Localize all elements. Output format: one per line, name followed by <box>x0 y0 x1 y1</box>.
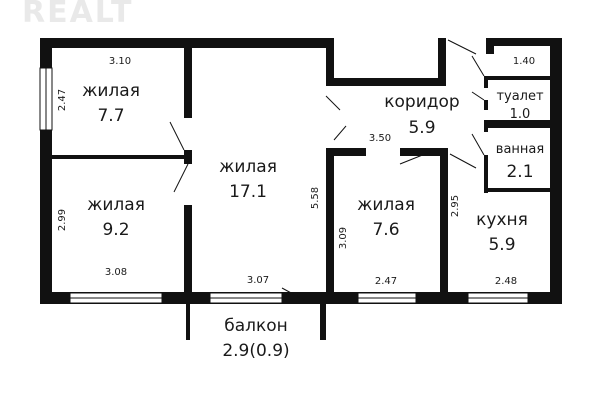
dimension-label: 2.47 <box>57 89 68 111</box>
dimension-label: 3.08 <box>105 267 127 278</box>
room-labels: жилая 7.7 жилая 9.2 жилая 17.1 коридор 5… <box>82 81 544 361</box>
room-area: 7.6 <box>372 220 399 240</box>
room-name: жилая <box>82 81 140 101</box>
dimension-label: 1.40 <box>513 56 535 67</box>
dimension-label: 2.99 <box>57 209 68 231</box>
room-name: балкон <box>224 316 288 336</box>
room-name: ванная <box>496 142 544 157</box>
room-area: 7.7 <box>97 106 124 126</box>
dimension-label: 5.58 <box>310 187 321 209</box>
room-area: 2.1 <box>506 162 533 182</box>
windows <box>39 67 529 304</box>
watermark-logo: REALT <box>22 0 133 30</box>
dimension-label: 3.10 <box>109 56 131 67</box>
room-area: 5.9 <box>408 118 435 138</box>
dimension-label: 2.95 <box>450 195 461 217</box>
dimension-labels: 3.10 2.47 2.99 3.08 3.07 5.58 3.50 3.09 … <box>57 56 535 287</box>
room-name: коридор <box>384 92 459 112</box>
dimension-label: 2.47 <box>375 276 397 287</box>
room-name: жилая <box>219 157 277 177</box>
dimension-label: 2.48 <box>495 276 517 287</box>
dimension-label: 3.50 <box>369 133 391 144</box>
dimension-label: 3.09 <box>338 227 349 249</box>
room-name: кухня <box>476 210 528 230</box>
room-area: 2.9(0.9) <box>222 341 289 361</box>
room-name: туалет <box>496 89 544 104</box>
room-name: жилая <box>87 195 145 215</box>
dimension-label: 3.07 <box>247 275 269 286</box>
room-area: 17.1 <box>229 182 267 202</box>
room-area: 9.2 <box>102 220 129 240</box>
room-name: жилая <box>357 195 415 215</box>
doors <box>169 39 485 301</box>
room-area: 5.9 <box>488 235 515 255</box>
room-area: 1.0 <box>510 107 531 122</box>
